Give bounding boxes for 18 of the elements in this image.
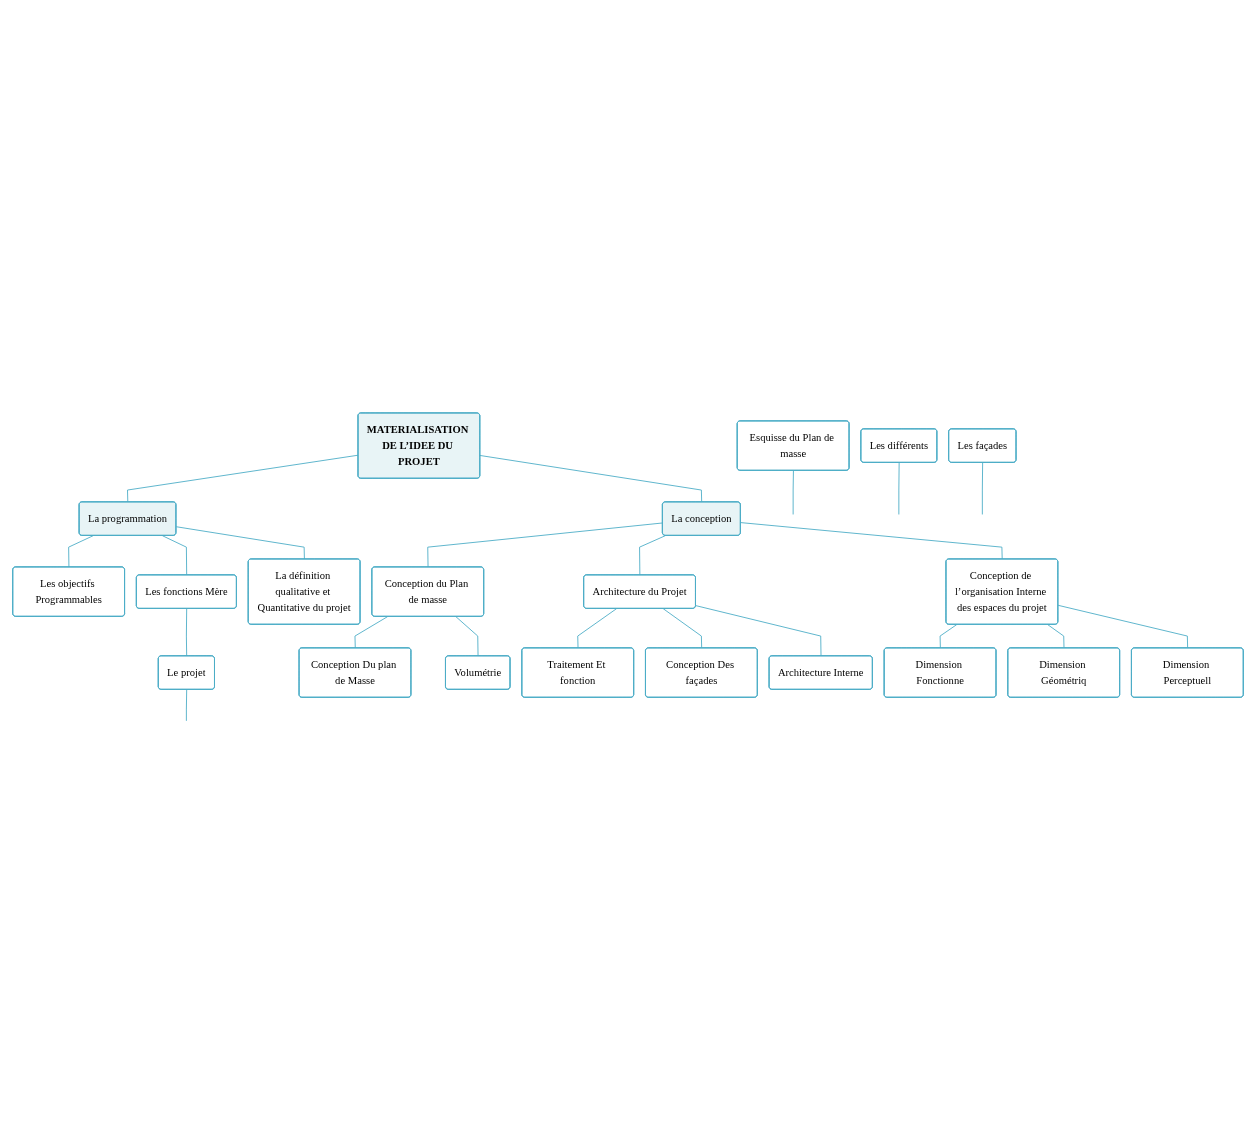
connector bbox=[455, 616, 479, 657]
connector bbox=[662, 608, 703, 649]
connector bbox=[981, 462, 984, 515]
connector bbox=[577, 608, 617, 649]
connector bbox=[185, 608, 188, 657]
connector bbox=[695, 605, 822, 657]
connector bbox=[939, 624, 958, 649]
connector bbox=[1057, 604, 1189, 649]
connector bbox=[740, 522, 1003, 560]
connector bbox=[898, 462, 900, 515]
connector bbox=[479, 455, 703, 503]
connector bbox=[127, 454, 359, 503]
connector bbox=[1047, 624, 1065, 649]
connector bbox=[185, 689, 188, 722]
connector bbox=[354, 616, 388, 649]
connector bbox=[427, 522, 664, 568]
connector bbox=[175, 526, 305, 560]
connector bbox=[792, 470, 794, 515]
